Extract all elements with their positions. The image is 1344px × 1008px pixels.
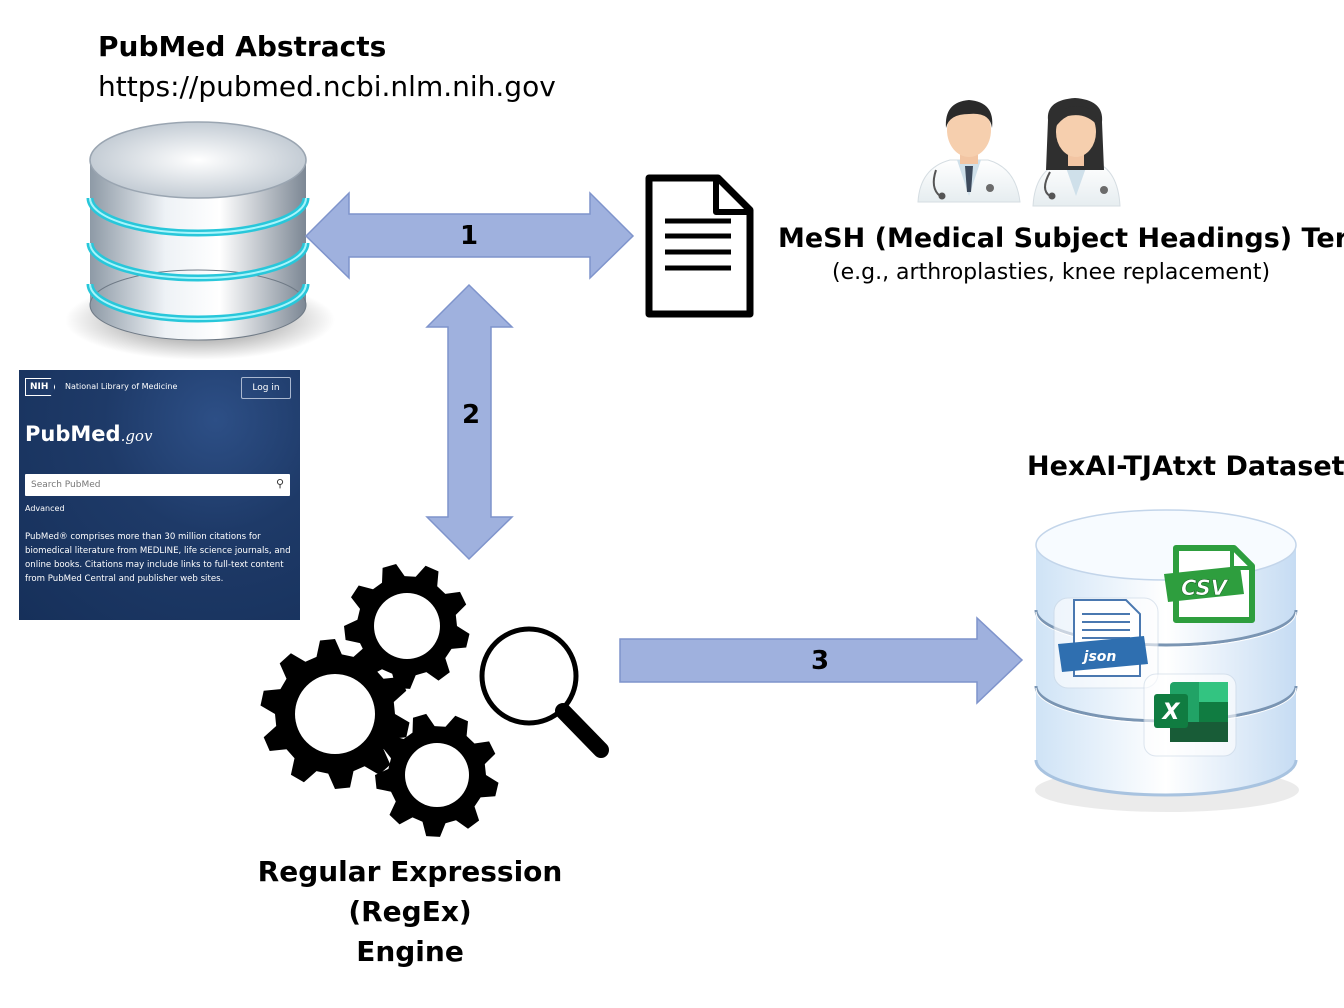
pubmed-abstracts-title: PubMed Abstracts xyxy=(98,30,387,63)
step-label-1: 1 xyxy=(460,221,478,251)
gear-bottom-hole xyxy=(405,743,469,807)
excel-file-label: X xyxy=(1161,700,1181,725)
pubmed-logo-med: Med xyxy=(70,422,121,446)
document-icon xyxy=(645,174,754,318)
json-file-icon: json xyxy=(1053,597,1159,689)
pubmed-url: https://pubmed.ncbi.nlm.nih.gov xyxy=(98,70,556,103)
arrow-step-2 xyxy=(425,283,514,561)
mesh-terms-title: MeSH (Medical Subject Headings) Terms xyxy=(778,223,1344,254)
database-icon xyxy=(65,121,335,360)
json-file-label: json xyxy=(1082,649,1117,665)
csv-file-label: CSV xyxy=(1181,576,1229,600)
step-label-3: 3 xyxy=(811,646,829,676)
mesh-terms-examples: (e.g., arthroplasties, knee replacement) xyxy=(832,260,1271,285)
search-icon[interactable]: ⚲ xyxy=(275,477,284,490)
nih-badge: NIH xyxy=(25,378,56,396)
advanced-search-link[interactable]: Advanced xyxy=(25,504,65,513)
doctor-female-icon xyxy=(1032,98,1121,207)
gear-left-hole xyxy=(295,674,375,754)
gear-top-hole xyxy=(374,593,440,659)
gears-icon xyxy=(260,564,499,837)
regex-engine-title-line1: Regular Expression (RegEx) xyxy=(257,855,563,928)
search-placeholder: Search PubMed xyxy=(31,480,101,490)
pubmed-description: PubMed® comprises more than 30 million c… xyxy=(25,532,291,584)
regex-engine-title-line2: Engine xyxy=(356,935,464,968)
magnifier-icon xyxy=(479,626,609,758)
csv-file-icon: CSV xyxy=(1164,545,1255,623)
nlm-label: National Library of Medicine xyxy=(65,382,178,391)
arrow-step-3 xyxy=(619,616,1024,705)
arrow-step-1 xyxy=(304,191,635,280)
regex-engine-title: Regular Expression (RegEx) Engine xyxy=(200,852,620,972)
doctor-male-icon xyxy=(917,100,1021,203)
pubmed-logo-pub: Pub xyxy=(25,422,71,446)
excel-file-icon: X xyxy=(1143,673,1237,757)
dataset-title: HexAI-TJAtxt Dataset xyxy=(1027,451,1344,482)
pubmed-logo-gov: .gov xyxy=(120,427,153,445)
pubmed-logo: PubMed.gov xyxy=(25,422,152,446)
login-button[interactable]: Log in xyxy=(241,377,291,399)
pubmed-website-screenshot: NIH National Library of Medicine Log in … xyxy=(19,370,300,620)
step-label-2: 2 xyxy=(462,400,480,430)
pubmed-search-input[interactable]: Search PubMed ⚲ xyxy=(25,474,290,496)
